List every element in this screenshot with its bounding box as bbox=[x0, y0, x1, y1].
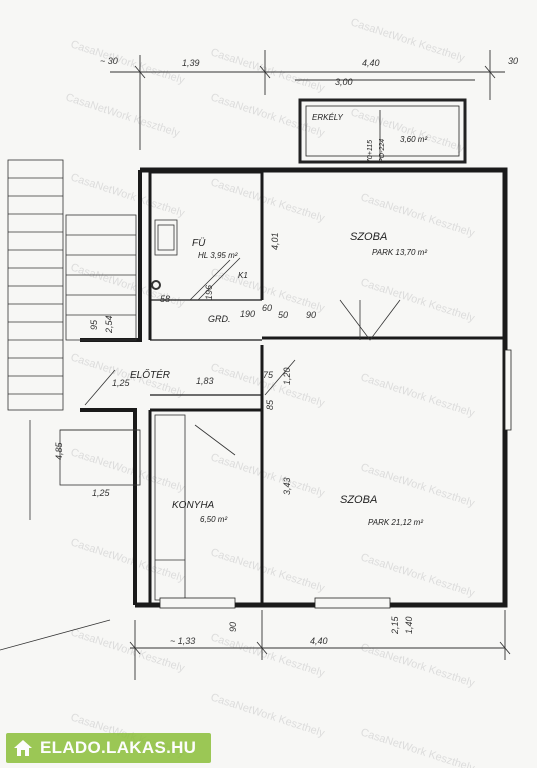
dim-top-right: 30 bbox=[508, 56, 518, 66]
dim-top-left: ~ 30 bbox=[100, 56, 118, 66]
dim-75: 75 bbox=[263, 370, 274, 380]
kitchen-label: KONYHA bbox=[172, 500, 215, 511]
room1-floor: PARK 13,70 m² bbox=[372, 248, 427, 257]
balcony-label: ERKÉLY bbox=[312, 113, 344, 122]
balcony-area: 3,60 m² bbox=[400, 135, 427, 144]
watermark: CasaNetWork Keszthely bbox=[209, 176, 326, 224]
watermark-layer: CasaNetWork Keszthely CasaNetWork Keszth… bbox=[64, 16, 476, 768]
logo-text: ELADO.LAKAS.HU bbox=[40, 738, 197, 757]
watermark: CasaNetWork Keszthely bbox=[209, 46, 326, 94]
dim-bot-140: 1,40 bbox=[404, 616, 414, 634]
entry-label: ELŐTÉR bbox=[130, 367, 170, 381]
dim-90: 90 bbox=[306, 310, 316, 320]
watermark: CasaNetWork Keszthely bbox=[69, 626, 186, 674]
watermark: CasaNetWork Keszthely bbox=[359, 641, 476, 689]
dim-254: 2,54 bbox=[104, 315, 114, 334]
watermark: CasaNetWork Keszthely bbox=[359, 551, 476, 599]
bathroom-label: FÜ bbox=[192, 237, 206, 249]
dim-left-485: 4,85 bbox=[54, 441, 64, 460]
balcony-note2: PO-224 bbox=[379, 139, 386, 163]
dim-85: 85 bbox=[265, 399, 275, 410]
dim-mid-183: 1,83 bbox=[196, 376, 214, 386]
watermark: CasaNetWork Keszthely bbox=[69, 446, 186, 494]
watermark: CasaNetWork Keszthely bbox=[209, 631, 326, 679]
bathroom-area: HL 3,95 m² bbox=[198, 251, 238, 260]
bathroom-fixtures bbox=[151, 219, 241, 301]
watermark: CasaNetWork Keszthely bbox=[64, 91, 181, 139]
watermark: CasaNetWork Keszthely bbox=[69, 536, 186, 584]
dim-343: 3,43 bbox=[282, 477, 292, 495]
dim-bot-440: 4,40 bbox=[310, 636, 328, 646]
site-logo[interactable]: ELADO.LAKAS.HU bbox=[6, 733, 211, 763]
kitchen-area: 6,50 m² bbox=[200, 515, 227, 524]
dim-balcony-width: 3,00 bbox=[335, 77, 353, 87]
dim-196: 196 bbox=[204, 285, 214, 300]
dim-190: 190 bbox=[240, 309, 255, 319]
dim-58: 58 bbox=[160, 294, 170, 304]
watermark: CasaNetWork Keszthely bbox=[209, 691, 326, 739]
dim-bot-133: ~ 1,33 bbox=[170, 636, 195, 646]
room2-label: SZOBA bbox=[340, 494, 377, 506]
staircase bbox=[0, 159, 141, 651]
watermark: CasaNetWork Keszthely bbox=[209, 546, 326, 594]
dim-60: 60 bbox=[262, 303, 272, 313]
dim-bot-215: 2,15 bbox=[390, 615, 400, 635]
dim-bot-90: 90 bbox=[228, 622, 238, 632]
house-icon bbox=[14, 740, 32, 756]
watermark: CasaNetWork Keszthely bbox=[69, 38, 186, 86]
hall-label: GRD. bbox=[208, 314, 231, 324]
watermark: CasaNetWork Keszthely bbox=[359, 276, 476, 324]
dim-95: 95 bbox=[89, 319, 99, 330]
bottom-dimension-lines bbox=[129, 610, 511, 680]
dim-50: 50 bbox=[278, 310, 288, 320]
watermark: CasaNetWork Keszthely bbox=[359, 726, 476, 768]
top-dimension-lines bbox=[110, 50, 505, 150]
dim-left-125: 1,25 bbox=[92, 488, 111, 498]
dim-401: 4,01 bbox=[270, 232, 280, 250]
room2-floor: PARK 21,12 m² bbox=[368, 518, 423, 527]
watermark: CasaNetWork Keszthely bbox=[69, 171, 186, 219]
bathroom-k: K1 bbox=[238, 271, 248, 280]
dim-top-2: 4,40 bbox=[362, 58, 380, 68]
balcony-note1: 70+115 bbox=[367, 140, 374, 163]
dim-120: 1,20 bbox=[282, 367, 292, 385]
windows bbox=[159, 349, 512, 609]
balcony-outline bbox=[298, 98, 467, 164]
dim-mid-125: 1,25 bbox=[112, 378, 131, 388]
watermark: CasaNetWork Keszthely bbox=[359, 371, 476, 419]
door-swings bbox=[84, 299, 401, 456]
watermark: CasaNetWork Keszthely bbox=[209, 451, 326, 499]
room1-label: SZOBA bbox=[350, 231, 387, 243]
dim-top-1: 1,39 bbox=[182, 58, 200, 68]
